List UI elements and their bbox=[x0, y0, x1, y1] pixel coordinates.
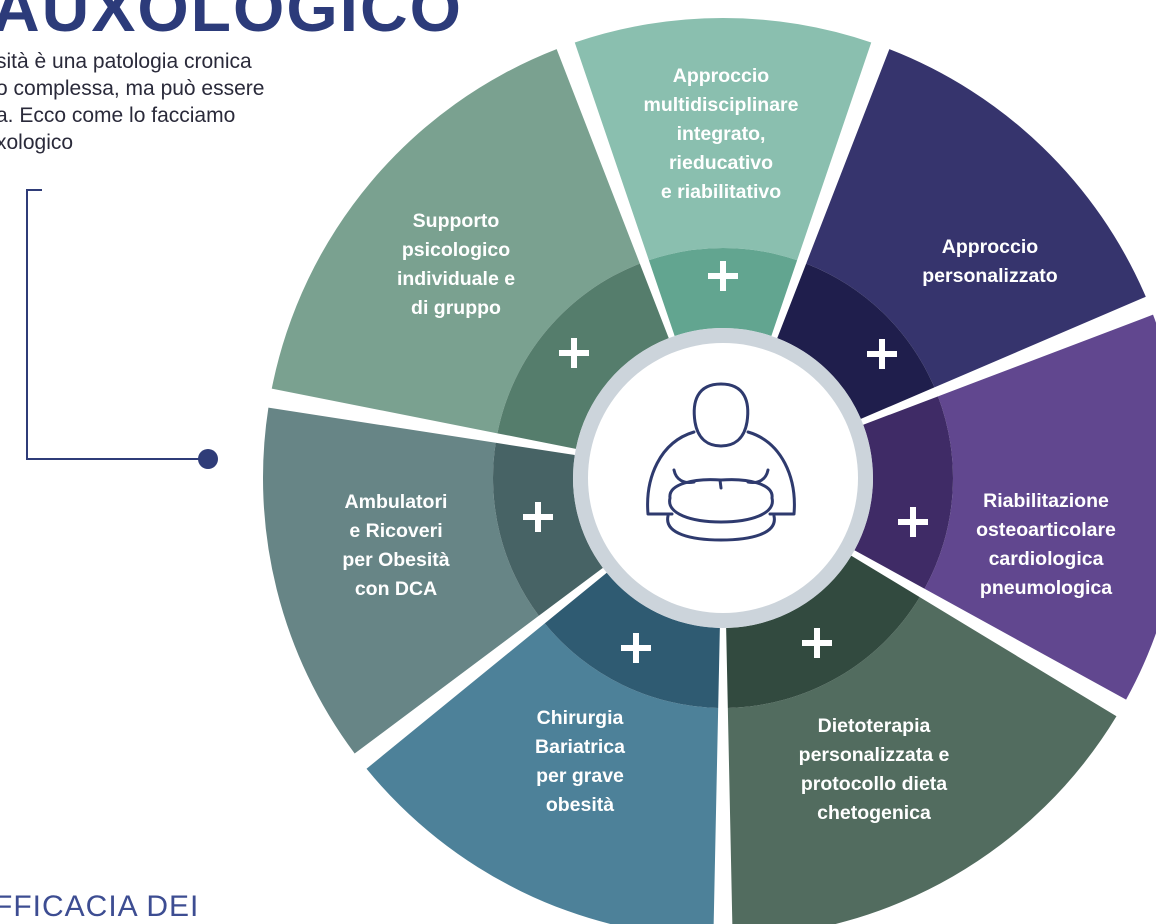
segment-label-line: multidisciplinare bbox=[644, 94, 799, 116]
segment-inner-dietoterapia bbox=[726, 555, 920, 708]
segment-label-line: psicologico bbox=[402, 239, 510, 261]
intro-line: o complessa, ma può essere bbox=[0, 77, 265, 100]
segment-label-line: Supporto bbox=[413, 210, 500, 232]
segment-label-line: personalizzato bbox=[922, 265, 1058, 287]
intro-line: sità è una patologia cronica bbox=[0, 50, 252, 73]
segment-label-line: personalizzata e bbox=[799, 744, 950, 766]
segment-label-line: protocollo dieta bbox=[801, 773, 947, 795]
segment-inner-chirurgia-bariatrica bbox=[544, 572, 720, 708]
segment-label-line: cardiologica bbox=[989, 548, 1104, 570]
plus-icon bbox=[898, 507, 928, 537]
wheel-outer-ring bbox=[262, 17, 1156, 924]
segment-dietoterapia bbox=[727, 597, 1117, 924]
segment-riabilitazione bbox=[924, 314, 1156, 700]
plus-icon bbox=[559, 338, 589, 368]
plus-markers bbox=[523, 261, 928, 663]
obese-person-icon bbox=[646, 382, 796, 542]
plus-icon bbox=[708, 261, 738, 291]
segment-label-line: per Obesità bbox=[342, 549, 449, 571]
segment-label-line: Chirurgia bbox=[537, 707, 624, 729]
segment-inner-approccio-personalizzato bbox=[777, 263, 935, 419]
wheel-inner-ring bbox=[493, 247, 953, 708]
segment-approccio-personalizzato bbox=[806, 49, 1146, 388]
segment-label-line: Riabilitazione bbox=[983, 490, 1109, 512]
segment-label-ambulatori-ricoveri: Ambulatori e Ricoveri per Obesità con DCA bbox=[342, 491, 449, 600]
segment-inner-supporto-psicologico bbox=[497, 263, 669, 449]
segment-label-line: individuale e bbox=[397, 268, 515, 290]
segment-label-line: di gruppo bbox=[411, 297, 501, 319]
segment-label-line: Approccio bbox=[942, 236, 1039, 258]
segment-ambulatori-ricoveri bbox=[262, 407, 539, 754]
segment-inner-approccio-multidisciplinare bbox=[648, 247, 798, 336]
segment-label-approccio-personalizzato: Approccio personalizzato bbox=[922, 236, 1058, 287]
segment-label-line: rieducativo bbox=[669, 152, 773, 174]
segment-label-line: pneumologica bbox=[980, 577, 1112, 599]
segment-label-supporto-psicologico: Supporto psicologico individuale e di grupp… bbox=[397, 210, 515, 319]
plus-icon bbox=[523, 502, 553, 532]
intro-line: a. Ecco come lo facciamo bbox=[0, 104, 236, 127]
connector-dot bbox=[198, 449, 218, 469]
segment-label-line: per grave bbox=[536, 765, 624, 787]
segment-approccio-multidisciplinare bbox=[574, 17, 872, 261]
segment-label-approccio-multidisciplinare: Approccio multidisciplinare integrato, ried… bbox=[644, 65, 799, 203]
segment-label-dietoterapia: Dietoterapia personalizzata e protocollo d… bbox=[799, 715, 950, 824]
segment-label-riabilitazione: Riabilitazione osteoarticolare cardiologic… bbox=[976, 490, 1116, 599]
connector-line bbox=[26, 189, 218, 469]
segment-label-line: Dietoterapia bbox=[818, 715, 931, 737]
segment-label-line: con DCA bbox=[355, 578, 437, 600]
segment-label-line: Approccio bbox=[673, 65, 770, 87]
segment-label-line: e Ricoveri bbox=[349, 520, 442, 542]
section-heading: FFICACIA DEI bbox=[0, 890, 200, 923]
center-disc bbox=[588, 343, 858, 613]
segment-labels: Approccio multidisciplinare integrato, ried… bbox=[342, 65, 1116, 824]
plus-icon bbox=[867, 339, 897, 369]
page-title: AUXOLOGICO bbox=[0, 0, 464, 45]
segment-label-line: Bariatrica bbox=[535, 736, 625, 758]
intro-line: xologico bbox=[0, 131, 74, 154]
segment-label-line: e riabilitativo bbox=[661, 181, 781, 203]
intro-paragraph: sità è una patologia cronica o complessa… bbox=[0, 48, 376, 156]
plus-icon bbox=[802, 628, 832, 658]
plus-icon bbox=[621, 633, 651, 663]
segment-label-line: osteoarticolare bbox=[976, 519, 1116, 541]
segment-chirurgia-bariatrica bbox=[366, 623, 719, 924]
segment-label-line: chetogenica bbox=[817, 802, 931, 824]
segment-label-line: obesità bbox=[546, 794, 614, 816]
segment-inner-riabilitazione bbox=[854, 396, 953, 589]
segment-supporto-psicologico bbox=[271, 49, 640, 434]
segment-inner-ambulatori-ricoveri bbox=[493, 442, 603, 616]
segment-label-line: integrato, bbox=[677, 123, 766, 145]
segment-label-line: Ambulatori bbox=[345, 491, 448, 513]
